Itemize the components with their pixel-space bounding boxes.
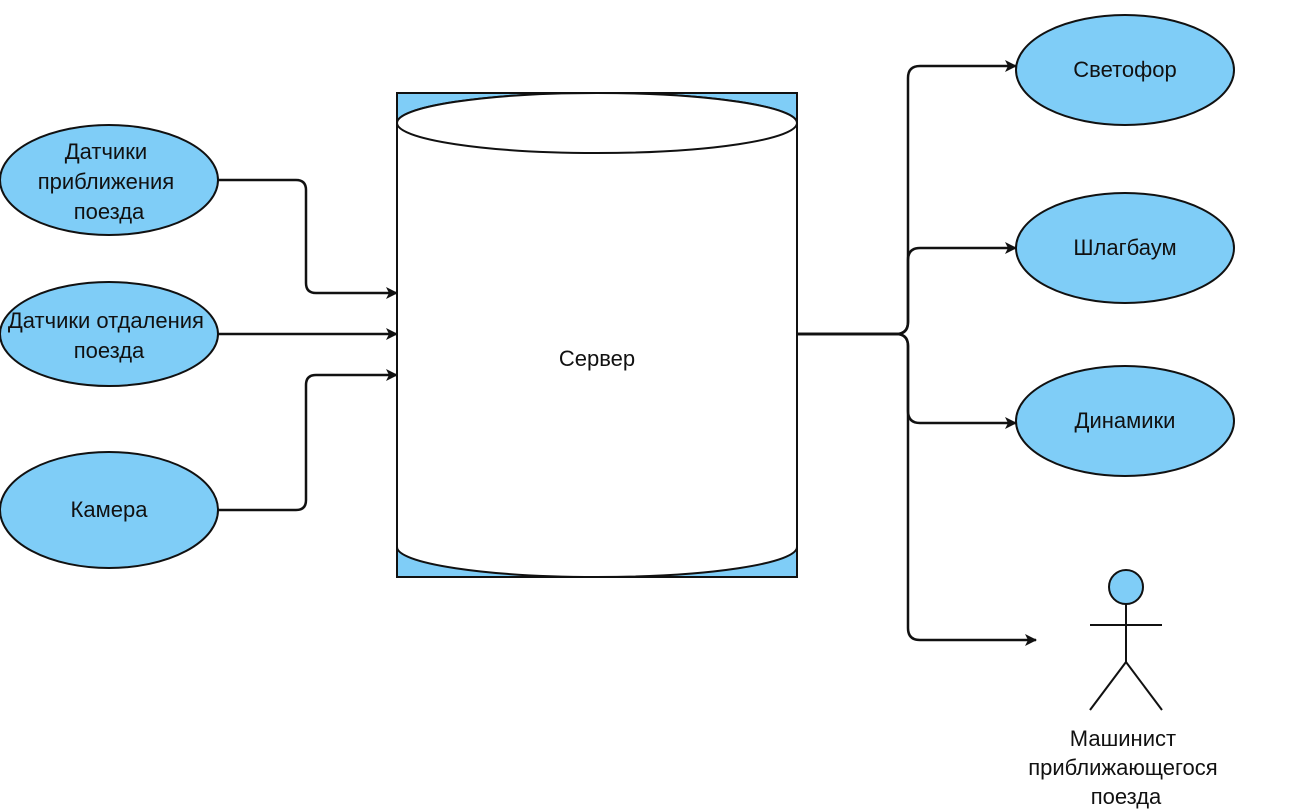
node-camera-label: Камера: [71, 497, 149, 522]
node-approach-sensors-shape: [0, 124, 219, 236]
node-speakers-label: Динамики: [1075, 408, 1176, 433]
label-line: приближения: [38, 169, 174, 194]
server-node[interactable]: Сервер: [396, 92, 798, 578]
node-speakers[interactable]: Динамики: [1015, 365, 1235, 477]
connector-approach-sensors: [218, 178, 398, 299]
node-camera[interactable]: Камера: [0, 451, 219, 569]
label-line: поезда: [74, 199, 145, 224]
server-cylinder-top: [396, 92, 798, 154]
node-approach-sensors[interactable]: Датчики приближения поезда: [0, 124, 219, 236]
connector-speakers: [797, 332, 1017, 429]
node-barrier-label: Шлагбаум: [1073, 235, 1176, 260]
label-line: поезда: [74, 338, 145, 363]
node-speakers-shape: [1015, 365, 1235, 477]
actor-left-leg: [1089, 661, 1127, 711]
label-line: поезда: [1091, 784, 1162, 809]
node-camera-shape: [0, 451, 219, 569]
label-line: Датчики отдаления: [8, 308, 204, 333]
node-traffic-light[interactable]: Светофор: [1015, 14, 1235, 126]
node-departure-sensors-shape: [0, 281, 219, 387]
node-traffic-light-shape: [1015, 14, 1235, 126]
connector-camera: [218, 369, 398, 512]
server-cylinder-body: [396, 92, 798, 578]
connector-traffic-light: [797, 60, 1017, 336]
actor-head-icon: [1108, 569, 1144, 605]
label-line: Машинист: [1070, 726, 1176, 751]
label-line: приближающегося: [1028, 755, 1217, 780]
connector-barrier: [797, 242, 1017, 336]
label-line: Датчики: [65, 139, 147, 164]
node-departure-sensors[interactable]: Датчики отдаления поезда: [0, 281, 219, 387]
actor-right-leg: [1125, 661, 1163, 711]
node-barrier-shape: [1015, 192, 1235, 304]
node-traffic-light-label: Светофор: [1073, 57, 1176, 82]
node-approach-sensors-label: Датчики приближения поезда: [38, 139, 181, 224]
server-label: Сервер: [559, 346, 635, 371]
actor-label: Машинист приближающегося поезда: [1028, 726, 1224, 809]
actor-train-driver[interactable]: Машинист приближающегося поезда: [1028, 569, 1224, 809]
node-departure-sensors-label: Датчики отдаления поезда: [8, 308, 210, 363]
node-barrier[interactable]: Шлагбаум: [1015, 192, 1235, 304]
connector-actor: [797, 332, 1037, 646]
